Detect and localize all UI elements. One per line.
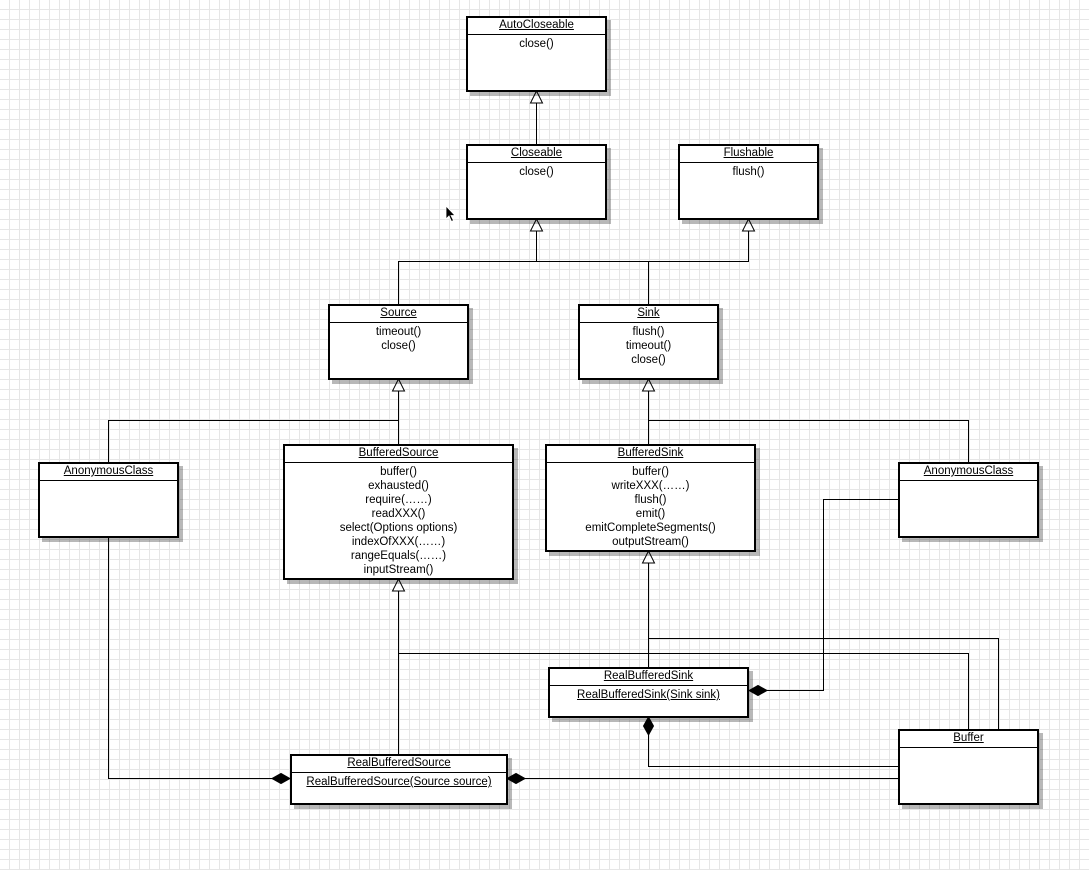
operations-list: buffer() writeXXX(……) flush() emit() emi… — [547, 463, 754, 549]
inheritance-arrowhead — [741, 217, 756, 232]
class-buffer[interactable]: Buffer — [898, 729, 1039, 805]
class-autocloseable[interactable]: AutoCloseable close() — [466, 16, 607, 92]
operations-list: close() — [468, 163, 605, 179]
class-name: Buffer — [900, 731, 1037, 748]
operation: flush() — [632, 326, 665, 338]
operation: timeout() — [625, 340, 672, 352]
operation: emitCompleteSegments() — [585, 522, 716, 534]
mouse-cursor-icon — [445, 205, 456, 223]
class-name: BufferedSink — [547, 446, 754, 463]
class-name: RealBufferedSource — [292, 756, 506, 773]
operations-list: close() — [468, 35, 605, 51]
operations-list: flush() timeout() close() — [580, 323, 717, 367]
class-name: AutoCloseable — [468, 18, 605, 35]
operation: flush() — [732, 166, 765, 178]
inheritance-arrowhead — [641, 377, 656, 392]
operations-list: buffer() exhausted() require(……) readXXX… — [285, 463, 512, 577]
inheritance-arrowhead — [391, 377, 406, 392]
class-source[interactable]: Source timeout() close() — [328, 304, 469, 380]
class-sink[interactable]: Sink flush() timeout() close() — [578, 304, 719, 380]
operation: readXXX() — [371, 508, 426, 520]
composition-diamond — [642, 715, 655, 737]
operations-list: timeout() close() — [330, 323, 467, 353]
edge-buffer-bufferedsink — [648, 638, 999, 729]
inheritance-arrowhead — [529, 89, 544, 104]
class-buffered-source[interactable]: BufferedSource buffer() exhausted() requ… — [283, 444, 514, 580]
operation: outputStream() — [612, 536, 689, 548]
class-real-buffered-source[interactable]: RealBufferedSource RealBufferedSource(So… — [290, 754, 508, 805]
operation: select(Options options) — [339, 522, 458, 534]
operation: close() — [381, 340, 416, 352]
operation: exhausted() — [368, 480, 429, 492]
operation: close() — [519, 166, 554, 178]
edge-source-closeable — [398, 231, 537, 304]
class-name: Flushable — [680, 146, 817, 163]
class-name: AnonymousClass — [40, 464, 177, 481]
operation: RealBufferedSource(Source source) — [306, 776, 492, 788]
operation: writeXXX(……) — [611, 480, 690, 492]
edge-buffer-bufferedsource — [398, 653, 969, 729]
operations-list: RealBufferedSource(Source source) — [292, 773, 506, 789]
class-name: AnonymousClass — [900, 464, 1037, 481]
edge-anonleft-realsource — [108, 537, 272, 779]
composition-diamond — [747, 684, 769, 697]
operations-list: flush() — [680, 163, 817, 179]
class-anonymous-left[interactable]: AnonymousClass — [38, 462, 179, 538]
class-name: Sink — [580, 306, 717, 323]
edge-sink-closeable — [536, 261, 649, 304]
edge-anonright-sink — [648, 420, 969, 462]
operation: timeout() — [375, 326, 422, 338]
operation: buffer() — [632, 466, 669, 478]
class-name: Source — [330, 306, 467, 323]
operation: indexOfXXX(……) — [351, 536, 446, 548]
inheritance-arrowhead — [641, 549, 656, 564]
edge-anonright-realsink — [767, 499, 898, 691]
edge-buffer-realsink — [648, 735, 898, 767]
operation: emit() — [635, 508, 666, 520]
operation: buffer() — [380, 466, 417, 478]
class-name: RealBufferedSink — [550, 669, 747, 686]
operations-list: RealBufferedSink(Sink sink) — [550, 686, 747, 702]
edge-sink-flushable — [648, 231, 749, 262]
class-name: BufferedSource — [285, 446, 512, 463]
composition-diamond — [270, 772, 292, 785]
inheritance-arrowhead — [391, 577, 406, 592]
operation: rangeEquals(……) — [350, 550, 447, 562]
composition-diamond — [505, 772, 527, 785]
operation: close() — [519, 38, 554, 50]
class-name: Closeable — [468, 146, 605, 163]
operation: flush() — [634, 494, 667, 506]
operation: require(……) — [365, 494, 432, 506]
class-anonymous-right[interactable]: AnonymousClass — [898, 462, 1039, 538]
class-buffered-sink[interactable]: BufferedSink buffer() writeXXX(……) flush… — [545, 444, 756, 552]
class-closeable[interactable]: Closeable close() — [466, 144, 607, 220]
class-real-buffered-sink[interactable]: RealBufferedSink RealBufferedSink(Sink s… — [548, 667, 749, 718]
inheritance-arrowhead — [529, 217, 544, 232]
operation: close() — [631, 354, 666, 366]
operation: RealBufferedSink(Sink sink) — [577, 689, 720, 701]
operation: inputStream() — [363, 564, 434, 576]
edge-anonleft-source — [108, 391, 399, 462]
class-flushable[interactable]: Flushable flush() — [678, 144, 819, 220]
